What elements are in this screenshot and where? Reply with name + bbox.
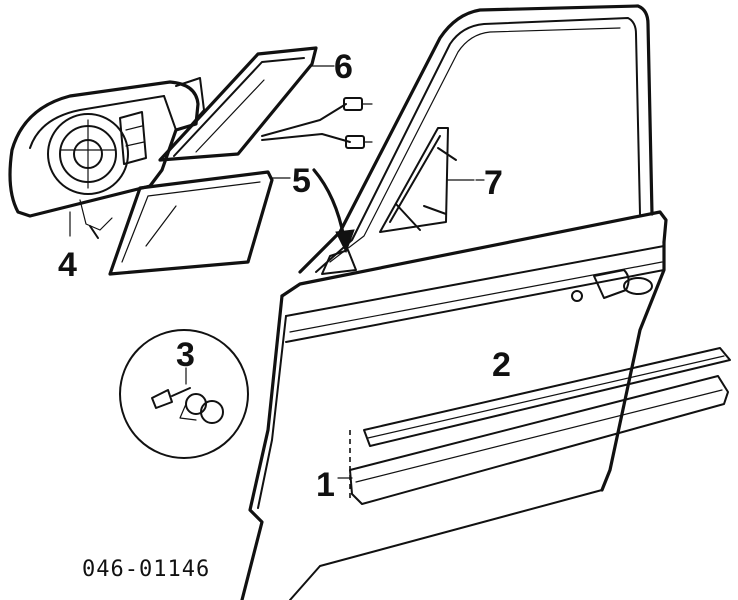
mirror-housing [8, 77, 205, 239]
callout-4: 4 [58, 246, 77, 284]
callout-labels: 1 2 3 4 5 6 7 [58, 48, 511, 504]
callout-2: 2 [492, 346, 511, 384]
quarter-window-bracket [379, 127, 475, 233]
callout-3: 3 [176, 336, 195, 374]
mirror-actuator-glass [158, 46, 373, 162]
leader-lines [69, 65, 485, 479]
callout-1: 1 [316, 466, 335, 504]
fastener-detail-circle [119, 329, 249, 459]
callout-6: 6 [334, 48, 353, 86]
callout-5: 5 [292, 162, 311, 200]
diagram-code: 046-01146 [82, 557, 210, 582]
side-molding [349, 347, 731, 505]
door-panel [240, 4, 668, 600]
callout-7: 7 [484, 164, 503, 202]
mirror-glass [108, 170, 274, 276]
